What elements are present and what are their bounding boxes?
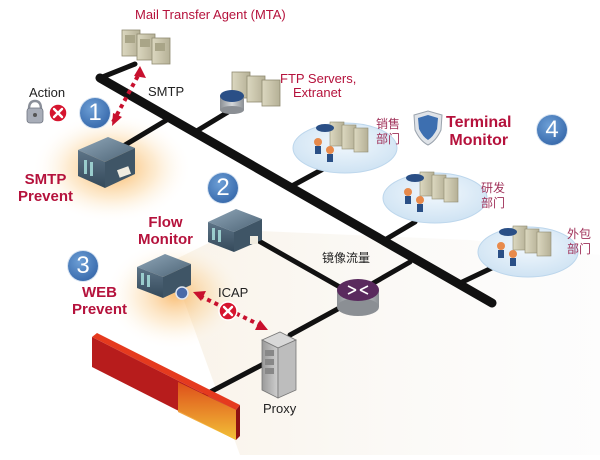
badge-4: 4	[537, 115, 567, 145]
router-icon	[337, 279, 379, 316]
link-router-backbone	[367, 259, 413, 288]
department-outsource-cloud	[477, 225, 579, 278]
flow-monitor-appliance-icon	[208, 209, 262, 252]
smtp-link-label: SMTP	[148, 84, 185, 99]
department-rnd-cloud	[382, 171, 488, 224]
smtp-arrow	[111, 66, 146, 126]
icap-block-x-icon	[218, 301, 238, 321]
ftp-label-line2: Extranet	[293, 85, 342, 101]
department-sales-label: 销售 部门	[376, 117, 400, 147]
department-outsource-label: 外包 部门	[567, 227, 591, 257]
badge-3: 3	[68, 251, 98, 281]
backbone	[95, 61, 499, 403]
action-label: Action	[29, 85, 66, 100]
terminal-monitor-label-line2: Monitor	[449, 131, 509, 149]
backbone-main-line	[95, 73, 497, 308]
firewall-icon	[92, 333, 240, 440]
link-router-proxy	[287, 302, 348, 338]
smtp-prevent-appliance-icon	[78, 137, 135, 188]
department-sales-cloud	[292, 121, 398, 174]
web-prevent-label: WEB Prevent	[72, 284, 128, 318]
ftp-label-line1: FTP Servers,	[280, 71, 357, 86]
web-prevent-label-line1: WEB	[82, 284, 118, 301]
link-rnd	[380, 219, 418, 244]
link-sales	[287, 165, 328, 190]
department-rnd-line1: 研发	[481, 181, 506, 195]
mta-label: Mail Transfer Agent (MTA)	[135, 7, 286, 22]
terminal-monitor-shield-icon	[413, 110, 443, 146]
link-ftp	[192, 109, 231, 135]
link-outsource	[455, 263, 499, 287]
smtp-prevent-label-line1: SMTP	[24, 171, 67, 188]
action-padlock-icon	[26, 99, 44, 124]
department-rnd-label: 研发 部门	[481, 181, 505, 211]
icap-link-label: ICAP	[218, 285, 249, 300]
flow-monitor-label-line1: Flow	[148, 214, 183, 231]
smtp-prevent-label-line2: Prevent	[18, 187, 74, 205]
proxy-label: Proxy	[263, 401, 297, 416]
department-outsource-line1: 外包	[567, 227, 592, 241]
router-label: 镜像流量	[322, 251, 371, 265]
smtp-prevent-label: SMTP Prevent	[18, 171, 74, 205]
light-beam	[170, 230, 600, 455]
terminal-monitor-label-line1: Terminal	[446, 114, 512, 131]
flow-monitor-label-line2: Monitor	[138, 230, 193, 248]
web-prevent-label-line2: Prevent	[72, 300, 128, 318]
web-prevent-appliance-icon	[137, 254, 191, 300]
action-block-x-icon	[48, 103, 68, 123]
mta-server-rack-icon	[121, 29, 171, 65]
department-sales-line1: 销售	[376, 117, 401, 131]
badge-1: 1	[80, 98, 110, 128]
department-sales-line2: 部门	[376, 132, 401, 146]
link-smtp-prevent	[122, 115, 173, 148]
terminal-monitor-label: Terminal Monitor	[446, 114, 512, 149]
link-flow-monitor	[247, 233, 348, 293]
link-mta	[97, 61, 138, 81]
ftp-server-rack-icon	[220, 71, 281, 114]
badge-2: 2	[208, 173, 238, 203]
department-rnd-line2: 部门	[481, 196, 506, 210]
department-outsource-line2: 部门	[567, 242, 592, 256]
ftp-label: FTP Servers, Extranet	[280, 71, 357, 101]
flow-monitor-label: Flow Monitor	[138, 214, 193, 248]
proxy-tower-server-icon	[261, 331, 297, 399]
